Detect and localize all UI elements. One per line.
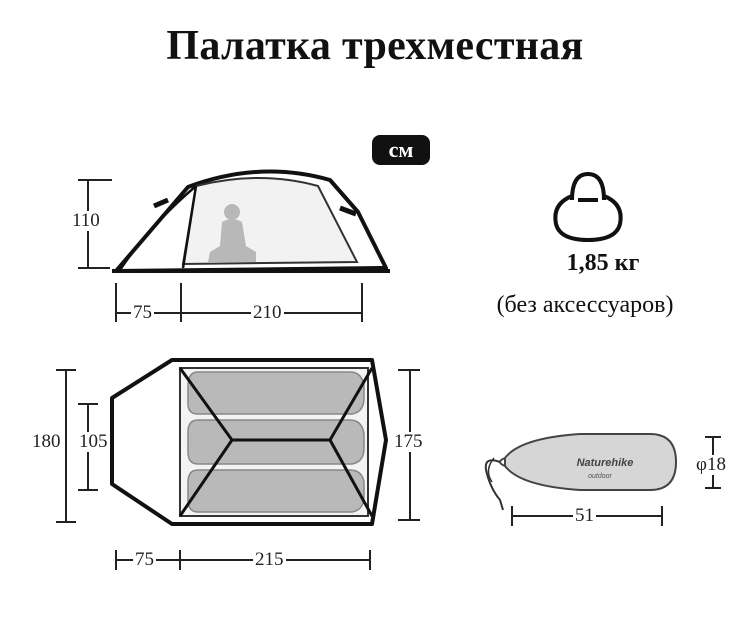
pack-brand: Naturehike [577,457,634,469]
side-length-label: 210 [251,302,284,323]
side-height-label: 110 [70,210,102,231]
pack-diameter-label: φ18 [694,454,728,475]
tent-side-view [78,169,390,322]
weight-value: 1,85 кг [566,250,640,276]
top-length-label: 215 [253,549,286,570]
weight-note: (без аксессуаров) [496,292,674,318]
person-silhouette [208,204,256,262]
top-outer-width-label: 180 [30,431,63,452]
top-inner-width-label: 175 [392,431,425,452]
sleeping-pads [187,371,365,513]
side-vestibule-label: 75 [131,302,154,323]
unit-badge: см [372,135,430,165]
top-vestibule-width-label: 105 [77,431,110,452]
pack-length-label: 51 [573,505,596,526]
kettlebell-icon [553,171,623,243]
pack-brand-sub: outdoor [588,473,612,480]
top-vestibule-label: 75 [133,549,156,570]
stuff-sack: Naturehike outdoor [484,433,721,526]
page-title: Палатка трехместная [166,23,584,69]
tent-top-view [56,358,420,570]
